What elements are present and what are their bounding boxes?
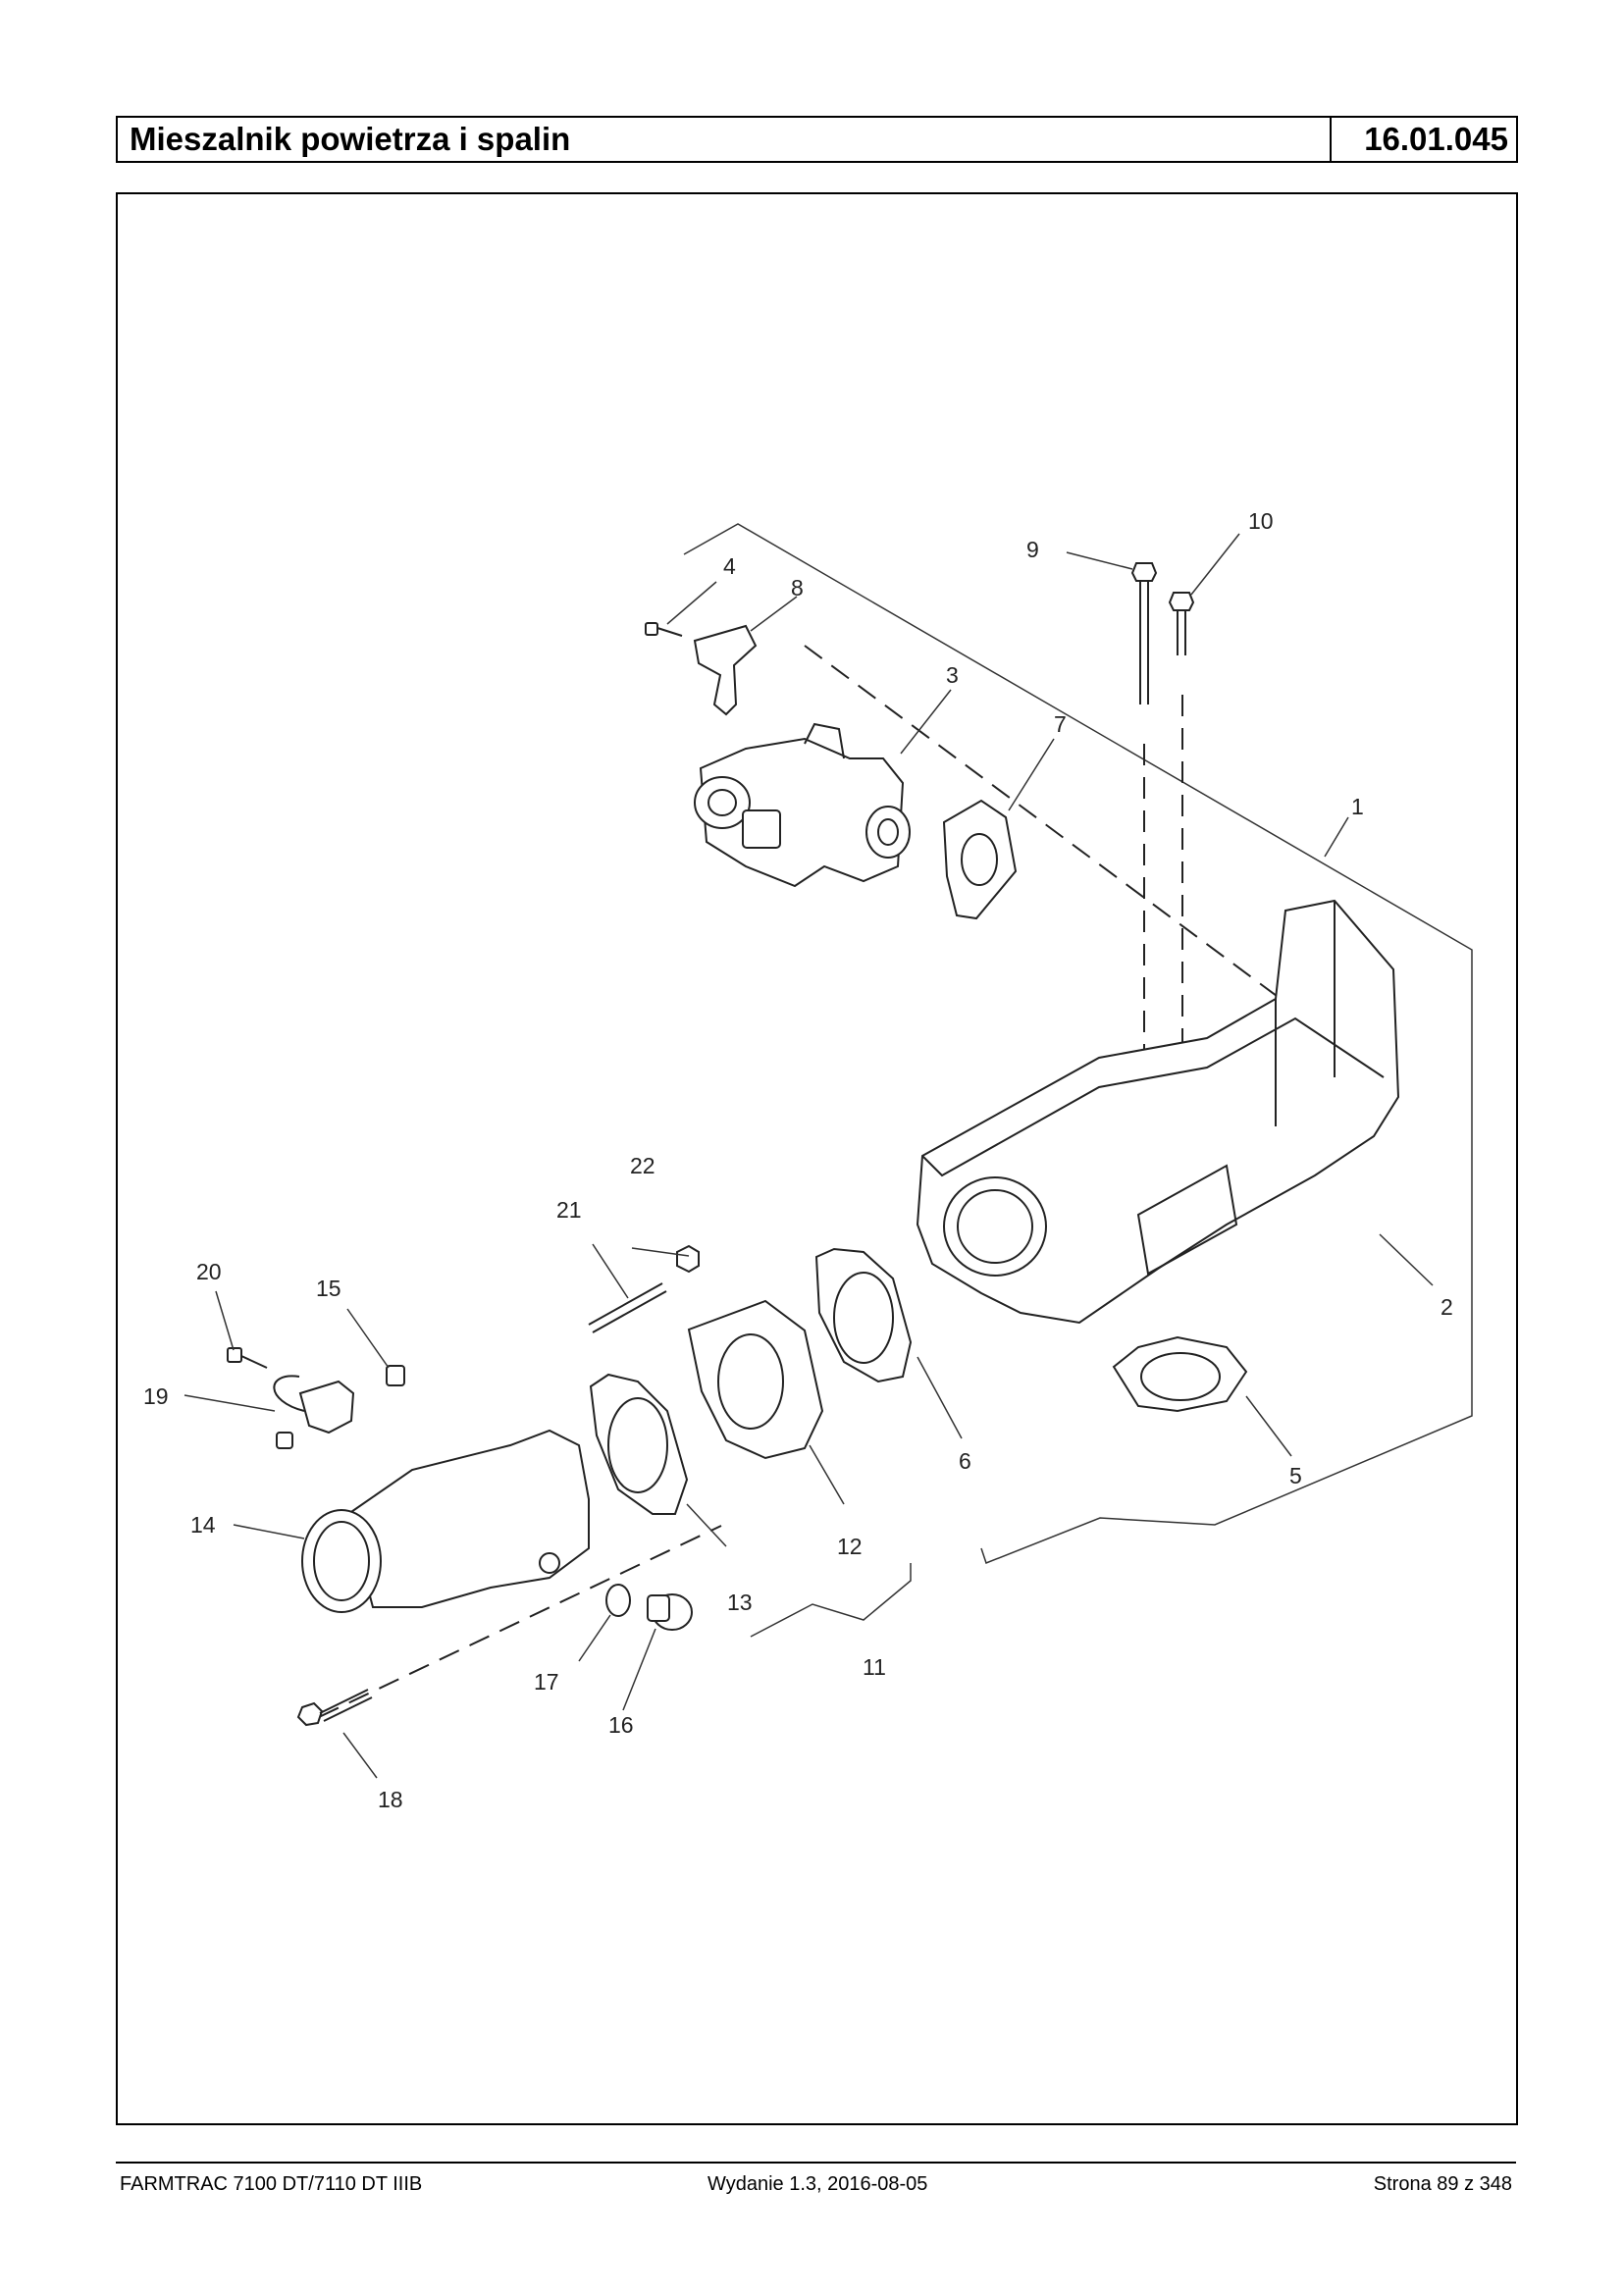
leader-17 [578,1614,611,1662]
part-14-flange [301,1429,590,1613]
leader-8 [750,596,798,632]
part-16-plug [647,1593,693,1631]
part-15-nut [386,1365,405,1386]
exploded-diagram-frame: 1 2 3 4 5 6 7 8 9 10 11 12 13 14 15 16 1… [116,192,1518,2125]
part-20-bolt [227,1347,268,1369]
leader-4 [666,581,717,625]
callout-5: 5 [1289,1463,1302,1488]
callout-15: 15 [316,1276,341,1301]
callout-1: 1 [1351,794,1364,819]
leader-22 [631,1247,690,1257]
leader-13 [686,1503,727,1547]
leader-7 [1008,738,1055,811]
part-21-stud [588,1282,667,1333]
callout-4: 4 [723,553,736,579]
callout-17: 17 [534,1669,559,1695]
callout-22: 22 [630,1153,655,1178]
callout-2: 2 [1441,1294,1453,1320]
callout-18: 18 [378,1787,403,1812]
leader-14 [233,1524,305,1539]
part-17-o-ring [605,1584,631,1617]
leader-1 [1324,816,1349,858]
callout-3: 3 [946,662,959,688]
part-12-spacer [687,1299,824,1460]
callout-11: 11 [863,1654,886,1680]
part-5-gasket [1112,1335,1248,1413]
part-18-bolt [296,1689,373,1727]
exploded-parts-diagram: 1 2 3 4 5 6 7 8 9 10 11 12 13 14 15 16 1… [143,508,1473,1812]
callout-13: 13 [727,1590,753,1615]
footer-rule [116,2162,1516,2164]
callout-8: 8 [791,575,804,600]
part-4-bolt [645,622,683,637]
footer-model: FARMTRAC 7100 DT/7110 DT IIIB [120,2173,423,2195]
callout-21: 21 [556,1197,582,1223]
part-7-gasket [942,799,1018,920]
callout-16: 16 [608,1712,634,1738]
page-title: Mieszalnik powietrza i spalin [130,121,571,157]
part-8-bracket [693,624,758,716]
part-1-mixer-housing [916,899,1400,1325]
leader-5 [1245,1395,1292,1457]
leader-2 [1379,1233,1434,1286]
leader-15 [346,1308,390,1369]
part-3-egr-valve [694,722,911,888]
part-22-nut [676,1244,700,1274]
leader-16 [622,1628,656,1711]
callout-10: 10 [1248,508,1274,534]
callout-19: 19 [143,1383,169,1409]
part-19-sensor [273,1375,355,1449]
part-13-gasket [589,1373,689,1515]
alignment-line [318,1525,722,1718]
footer-edition: Wydanie 1.3, 2016-08-05 [707,2173,928,2195]
leader-3 [900,689,952,755]
footer-page-number: Strona 89 z 348 [1373,2173,1512,2195]
section-code: 16.01.045 [1330,118,1516,161]
leader-19 [183,1394,276,1412]
callout-7: 7 [1054,711,1067,737]
leader-10 [1190,533,1240,596]
callout-20: 20 [196,1259,222,1284]
page-header: Mieszalnik powietrza i spalin 16.01.045 [116,116,1518,163]
assembly-1-bracket [683,523,1473,1564]
part-9-bolt [1130,562,1158,704]
callout-9: 9 [1026,537,1039,562]
leader-18 [342,1732,378,1779]
leader-9 [1066,551,1133,570]
assembly-11-bracket [750,1563,912,1638]
leader-20 [215,1290,235,1351]
leader-6 [917,1356,963,1439]
leader-12 [809,1444,845,1505]
callout-12: 12 [837,1534,863,1559]
callout-6: 6 [959,1448,971,1474]
part-6-gasket [814,1247,913,1383]
part-10-bolt [1168,592,1195,655]
leader-21 [592,1243,629,1299]
callout-14: 14 [190,1512,216,1538]
